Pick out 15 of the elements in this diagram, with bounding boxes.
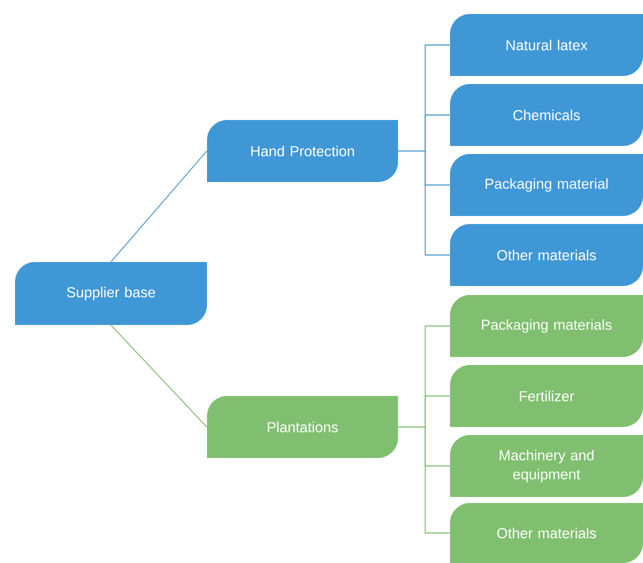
process-box: Packaging materials	[450, 295, 643, 357]
connector-line	[398, 426, 450, 534]
process-box: Chemicals	[450, 84, 643, 146]
connector-line	[110, 324, 208, 428]
process-box: Hand Protection	[207, 120, 398, 182]
process-box: Plantations	[207, 396, 398, 458]
process-box: Natural latex	[450, 14, 643, 76]
process-box: Supplier base	[15, 262, 207, 325]
process-box: Machinery and equipment	[450, 435, 643, 497]
process-box: Packaging material	[450, 154, 643, 216]
connector-line	[110, 150, 208, 262]
process-box: Other materials	[450, 503, 643, 563]
process-box: Other materials	[450, 224, 643, 286]
process-box: Fertilizer	[450, 365, 643, 427]
connector-line	[398, 150, 450, 256]
